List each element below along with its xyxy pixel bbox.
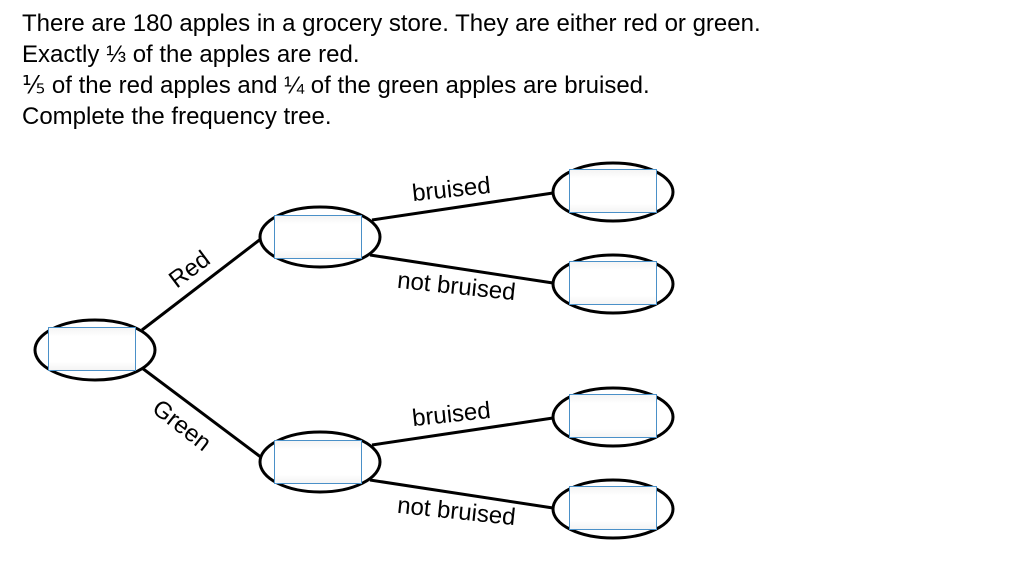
question-line: Exactly ⅓ of the apples are red. [22, 41, 360, 68]
red-input[interactable] [274, 215, 362, 259]
total-input[interactable] [48, 327, 136, 371]
branch-green-not-bruised [369, 478, 554, 510]
question-line: There are 180 apples in a grocery store.… [22, 10, 761, 37]
green-input[interactable] [274, 440, 362, 484]
question-line: ⅕ of the red apples and ¼ of the green a… [22, 72, 650, 99]
question-text: There are 180 apples in a grocery store.… [22, 8, 761, 132]
branch-green [141, 366, 263, 460]
green-not-bruised-input[interactable] [569, 486, 657, 530]
green-bruised-input[interactable] [569, 394, 657, 438]
red-bruised-input[interactable] [569, 169, 657, 213]
branch-red [141, 236, 263, 332]
red-not-bruised-input[interactable] [569, 261, 657, 305]
branch-red-bruised [371, 191, 554, 222]
question-line: Complete the frequency tree. [22, 103, 332, 130]
branch-red-not-bruised [369, 253, 554, 285]
branch-green-bruised [371, 416, 554, 447]
